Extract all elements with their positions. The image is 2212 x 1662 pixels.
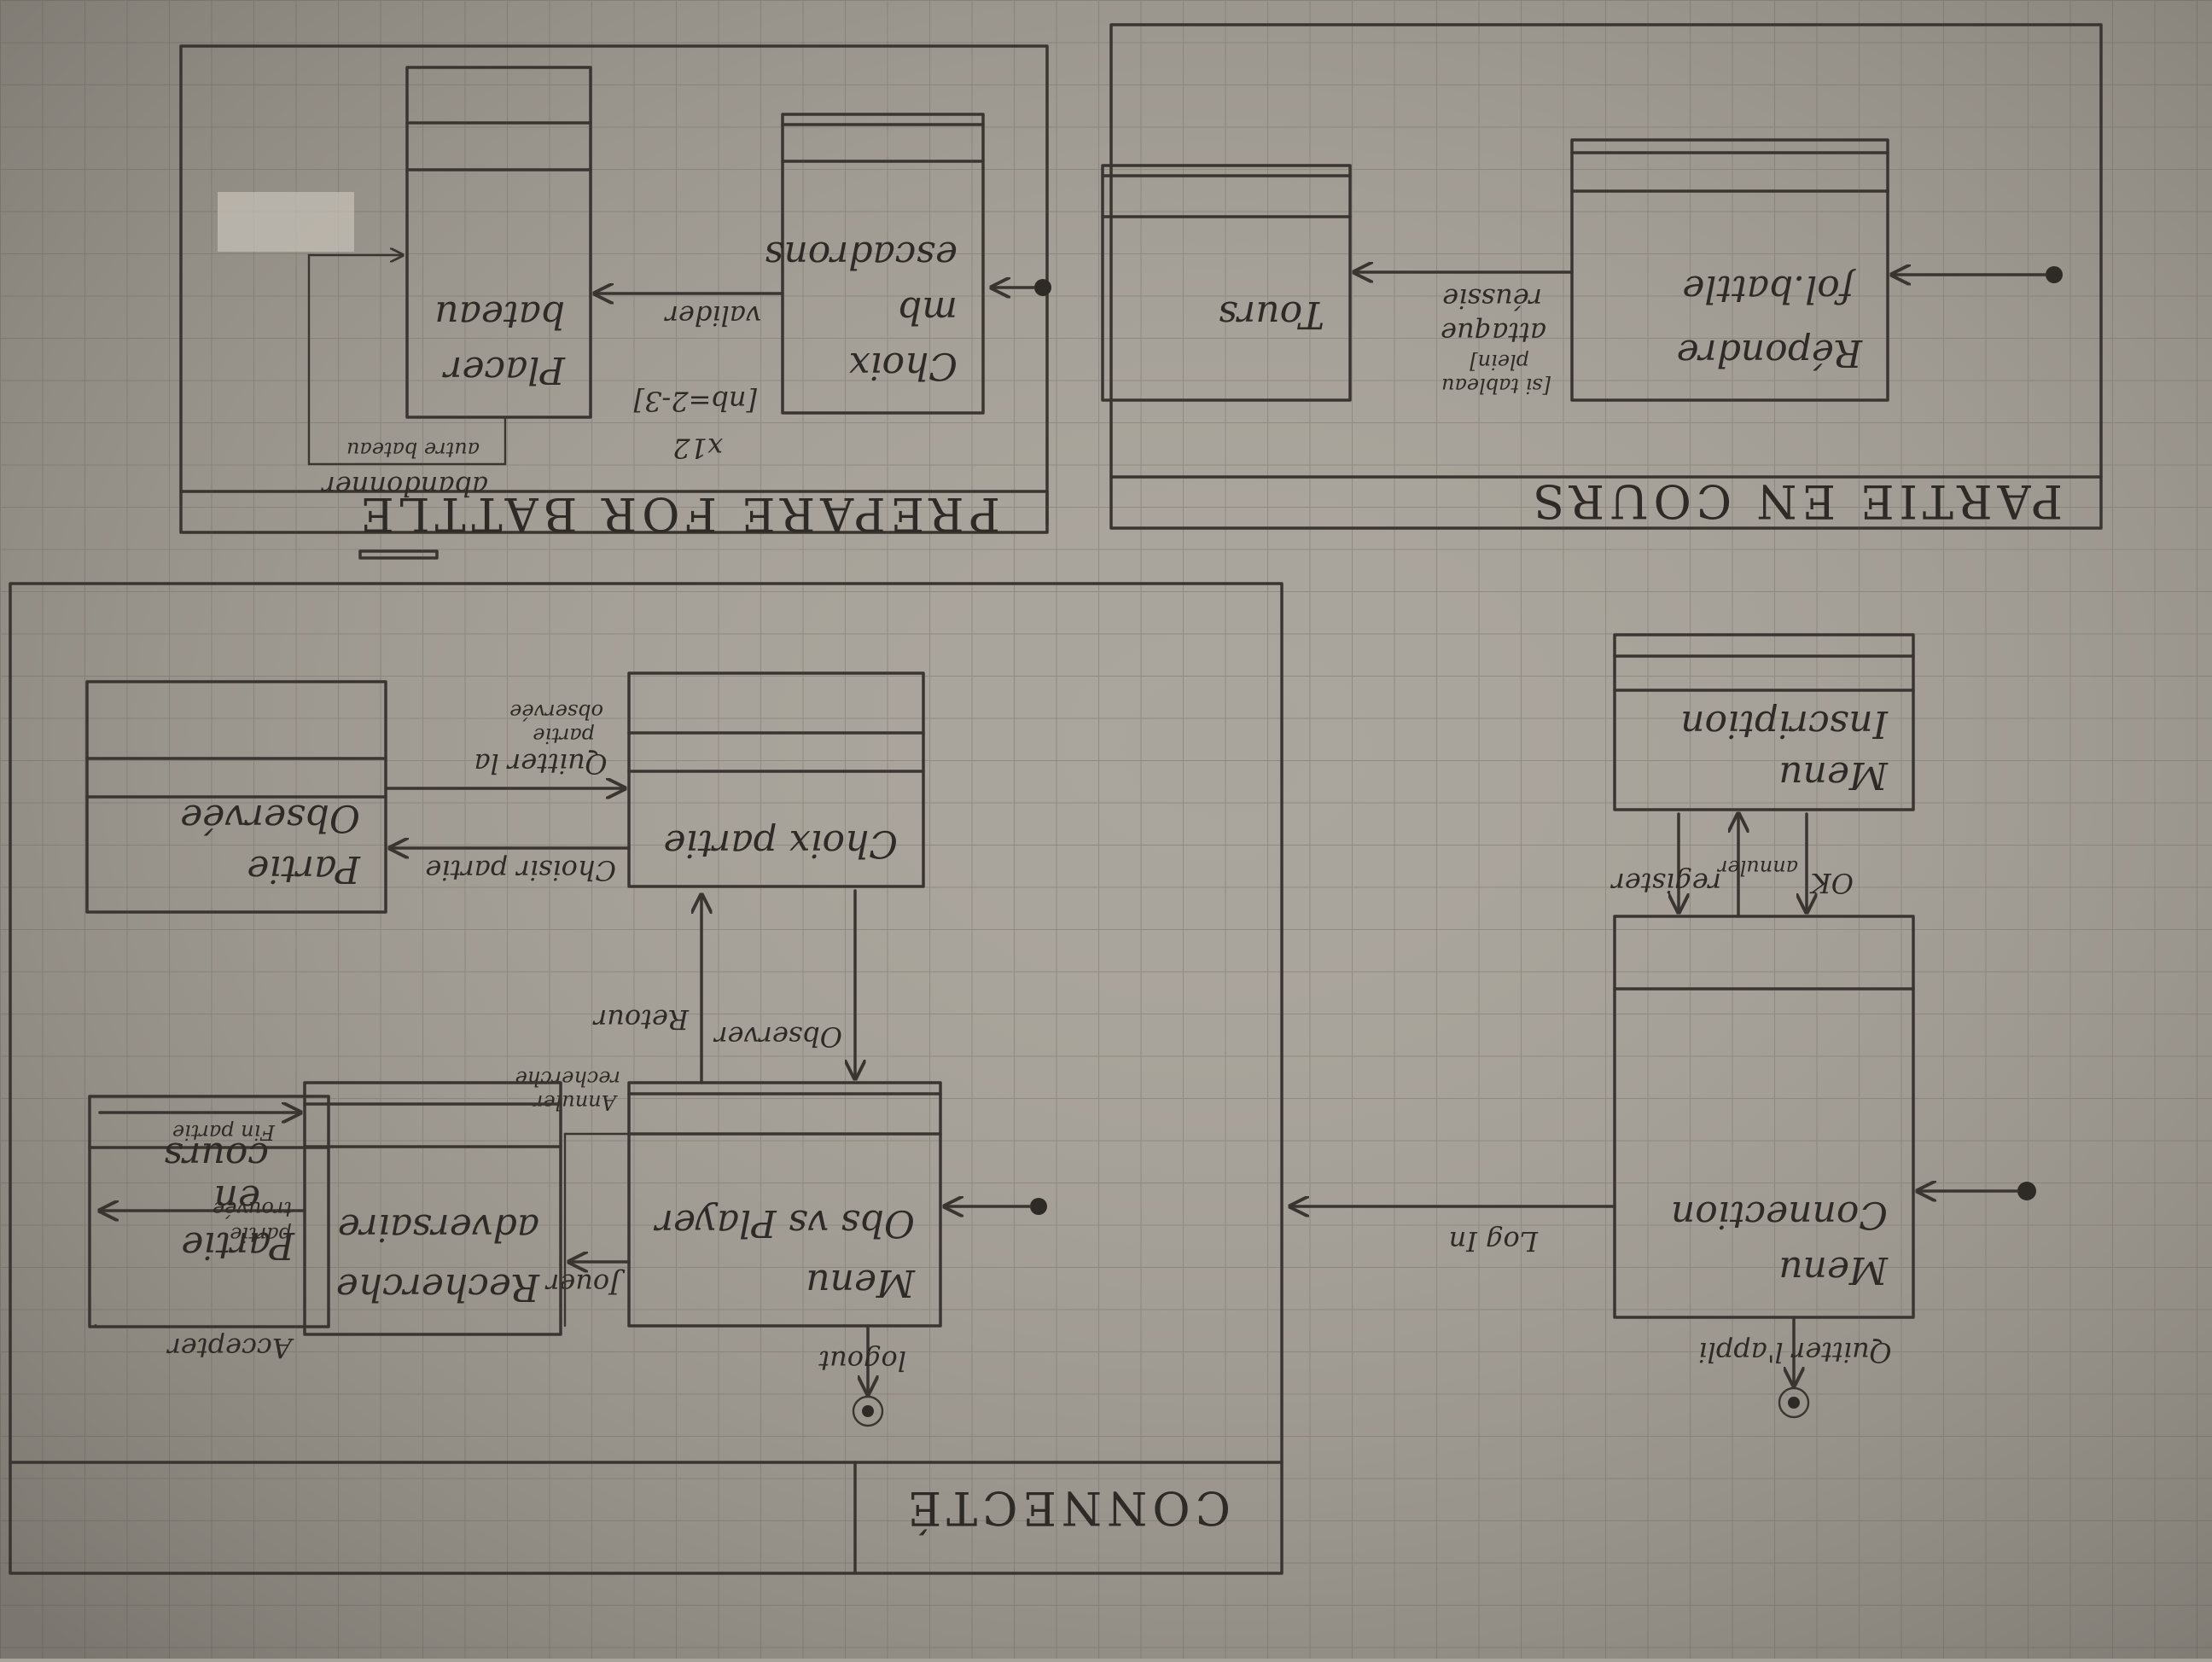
label-recherche-2: adversaire: [338, 1206, 539, 1249]
guard-plein: plein]: [1470, 350, 1529, 374]
transition-retour: Retour: [592, 1003, 690, 1036]
transition-attaque: attaque: [1441, 317, 1546, 349]
count-x12: x12: [672, 432, 723, 464]
final-state-dot: [1788, 1397, 1800, 1409]
label-recherche-1: Recherche: [336, 1265, 540, 1309]
label-partie-observee-1: Partie: [247, 847, 361, 891]
transition-register: register: [1610, 867, 1721, 899]
label-menu-inscription-2: Inscription: [1680, 702, 1889, 746]
label-partie-en-cours-2: en: [214, 1177, 260, 1220]
transition-recherche: recherche: [515, 1066, 620, 1090]
guard-si-tableau: [si tableau: [1441, 374, 1551, 398]
transition-ok: OK: [1809, 867, 1854, 899]
transition-quitter-3: observée: [509, 700, 603, 723]
label-menu-connection-1: Menu: [1778, 1248, 1889, 1292]
transition-valider: valider: [664, 299, 761, 332]
transition-reussie: réussie: [1442, 282, 1542, 315]
label-menu-obs-2: Obs vs Player: [653, 1201, 915, 1245]
transition-quitter-1: Quitter la: [474, 747, 608, 780]
label-repondre-2: fol.battle: [1682, 267, 1856, 311]
label-partie-en-cours-1: Partie: [181, 1223, 295, 1267]
transition-quitter-2: partie: [533, 723, 595, 747]
transition-autre-bateau: autre bateau: [346, 438, 480, 462]
transition-jouer: Jouer: [544, 1268, 626, 1300]
label-choix-2: mb: [898, 288, 958, 332]
transition-accepter: Accepter: [166, 1332, 294, 1364]
transition-quitter-appli: Quitter l'appli: [1698, 1336, 1892, 1369]
label-choix-1: Choix: [848, 344, 958, 387]
label-menu-connection-2: Connection: [1671, 1193, 1888, 1236]
transition-observer: Observer: [713, 1020, 842, 1053]
transition-annuler: Annuler: [532, 1090, 618, 1114]
glare-spot: [218, 192, 354, 252]
initial-state-dot: [1034, 279, 1051, 296]
label-partie-en-cours-3: cours: [164, 1134, 269, 1177]
initial-state-dot: [2046, 266, 2063, 283]
frame-title-partie: PARTIE EN COURS: [1528, 474, 2063, 528]
initial-state-dot: [2017, 1182, 2036, 1200]
transition-abandonner: abandonner: [321, 470, 488, 503]
label-repondre-1: Répondre: [1677, 331, 1863, 375]
label-placer-1: Placer: [441, 348, 566, 392]
label-menu-inscription-1: Menu: [1778, 753, 1889, 797]
guard-nb-range: [nb=2-3]: [633, 385, 757, 417]
final-state-dot: [862, 1405, 874, 1417]
transition-annuler-inscription: annuler: [1716, 856, 1798, 880]
transition-logout: logout: [818, 1345, 906, 1377]
initial-state-dot: [1030, 1198, 1047, 1215]
label-partie-observee-2: Observée: [180, 796, 360, 840]
transition-log-in: Log In: [1449, 1225, 1539, 1258]
transition-choisir-partie: Choisir partie: [425, 854, 616, 886]
label-menu-obs-1: Menu: [806, 1261, 916, 1305]
label-placer-2: bateau: [434, 293, 565, 336]
frame-title-connecte: CONNECTÉ: [903, 1481, 1231, 1536]
label-tours: Tours: [1219, 293, 1324, 336]
label-choix-3: escadrons: [765, 233, 958, 276]
label-choix-partie: Choix partie: [663, 822, 898, 865]
